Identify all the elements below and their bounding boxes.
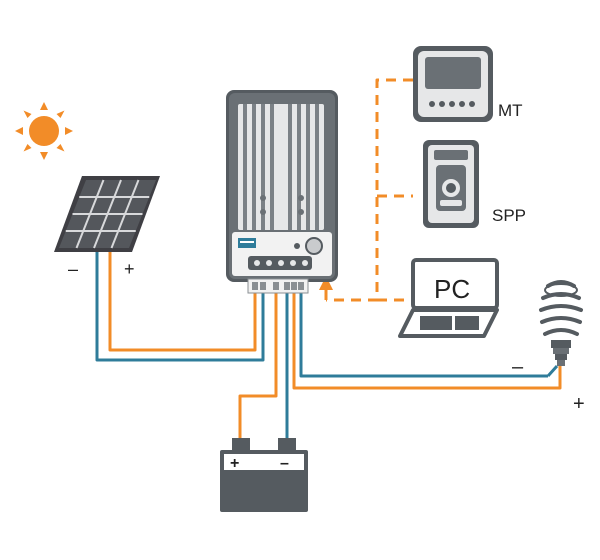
charge-controller-icon bbox=[226, 90, 338, 294]
solar-panel-icon bbox=[54, 176, 160, 258]
meter-display-icon bbox=[413, 46, 493, 122]
panel-blue-wire bbox=[95, 258, 265, 362]
battery-minus-label: – bbox=[280, 455, 289, 472]
controller-logo bbox=[238, 238, 256, 248]
mt-label: MT bbox=[498, 101, 523, 120]
battery-plus-label: + bbox=[230, 455, 239, 472]
sun-icon bbox=[15, 102, 73, 160]
battery-icon bbox=[220, 438, 308, 512]
load-minus-label: – bbox=[512, 356, 524, 378]
wiring bbox=[95, 78, 562, 438]
pc-label: PC bbox=[434, 274, 470, 304]
panel-orange-wire bbox=[108, 258, 257, 352]
comm-dashed-line bbox=[326, 78, 413, 302]
laptop-icon bbox=[398, 258, 499, 338]
load-blue-wire bbox=[299, 292, 548, 378]
battery-orange-wire bbox=[238, 292, 278, 438]
controller-knob[interactable] bbox=[305, 237, 323, 255]
load-orange-wire bbox=[292, 292, 562, 390]
spp-label: SPP bbox=[492, 206, 526, 225]
controller-indicator bbox=[294, 243, 300, 249]
panel-minus-label: – bbox=[68, 259, 78, 279]
load-plus-label: + bbox=[573, 393, 585, 415]
comm-arrow bbox=[319, 276, 333, 290]
light-bulb-icon bbox=[539, 280, 583, 378]
surge-protector-icon bbox=[423, 140, 479, 228]
panel-plus-label: + bbox=[124, 259, 135, 279]
